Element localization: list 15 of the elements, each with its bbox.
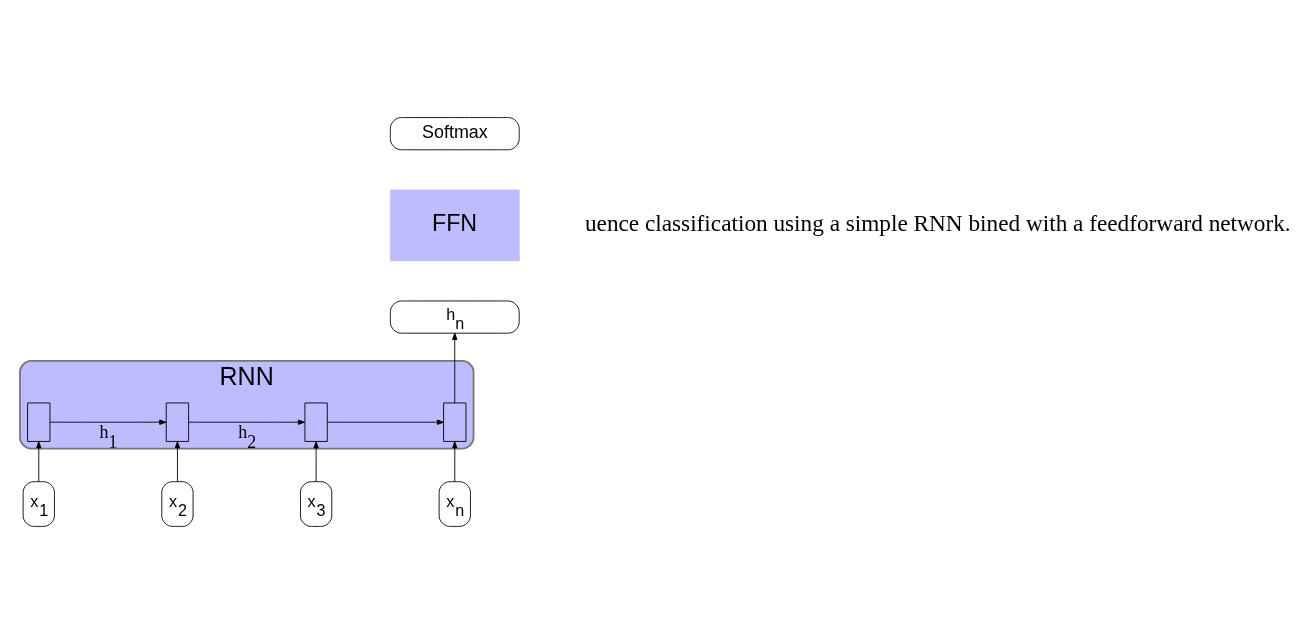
arrow: [188, 419, 306, 425]
arrow: [313, 440, 319, 482]
arrow: [174, 440, 181, 482]
node-box: [443, 402, 467, 442]
arrow: [452, 332, 458, 403]
arrow: [36, 440, 42, 482]
node-box: [165, 402, 190, 442]
label: uence classification using a simple RNN bined with a feedforward network.: [584, 209, 1291, 236]
arrow: [49, 419, 167, 425]
arrow: [452, 440, 458, 482]
node-box: FFN: [389, 189, 520, 261]
node-box: [27, 402, 51, 442]
node-box: Softmax: [389, 116, 520, 150]
node-box: [304, 402, 328, 442]
arrow: [327, 419, 445, 425]
